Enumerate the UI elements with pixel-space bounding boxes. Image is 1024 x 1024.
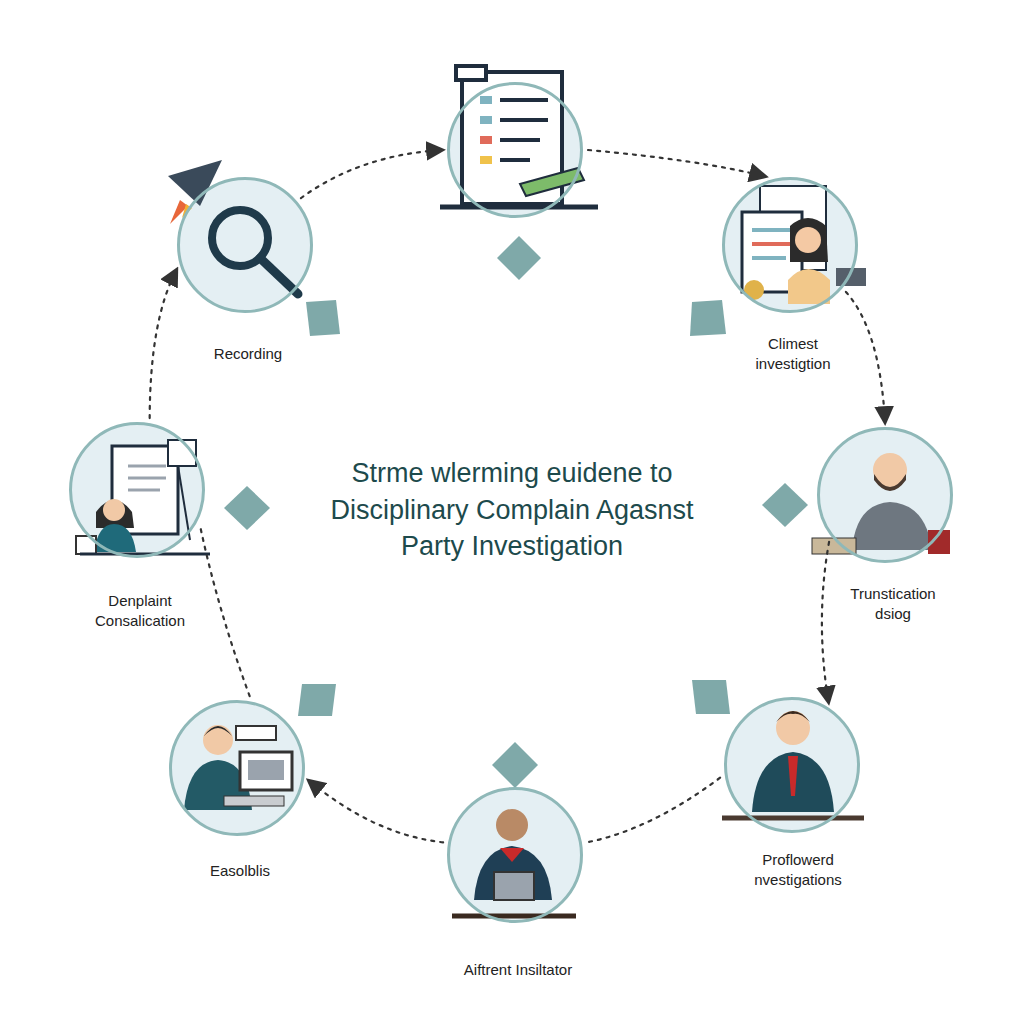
process-circle: Trunstication dsiog (817, 427, 953, 563)
dashed-connector (846, 292, 885, 422)
node-label: Easolblis (160, 861, 320, 881)
dashed-connector (822, 542, 829, 702)
dashed-connector (309, 781, 443, 843)
node-label: Aiftrent Insiltator (408, 960, 628, 980)
process-circle: Denplaint Consalication (69, 422, 205, 558)
node-label: Proflowerd nvestigations (733, 850, 863, 889)
dashed-connector (200, 527, 249, 697)
diagram-title: Strme wlerming euidene to Disciplinary C… (322, 455, 702, 564)
magnifier-icon (212, 210, 298, 294)
rocket (168, 160, 222, 224)
process-circle: Recording (177, 177, 313, 313)
process-circle (447, 82, 583, 218)
node-label: Climest investigtion (733, 334, 853, 373)
dashed-connector (150, 270, 177, 418)
process-circle: Easolblis (169, 700, 305, 836)
woman-document-icon (76, 440, 210, 554)
suit-man-icon (722, 711, 864, 818)
process-circle: Aiftrent Insiltator (447, 787, 583, 923)
dashed-connector (301, 150, 442, 198)
node-label: Recording (168, 344, 328, 364)
diamonds (224, 236, 808, 788)
process-circle: Proflowerd nvestigations (724, 697, 860, 833)
document-icon (440, 66, 598, 207)
woman-documents-icon (742, 186, 866, 304)
dashed-connector (587, 778, 720, 843)
node-label: Trunstication dsiog (833, 584, 953, 623)
process-circle: Climest investigtion (722, 177, 858, 313)
bearded-man-icon (812, 453, 950, 554)
node-label: Denplaint Consalication (75, 591, 205, 630)
laptop-man-icon (452, 809, 576, 916)
dashed-connector (588, 150, 765, 176)
computer-user-icon (184, 725, 292, 810)
